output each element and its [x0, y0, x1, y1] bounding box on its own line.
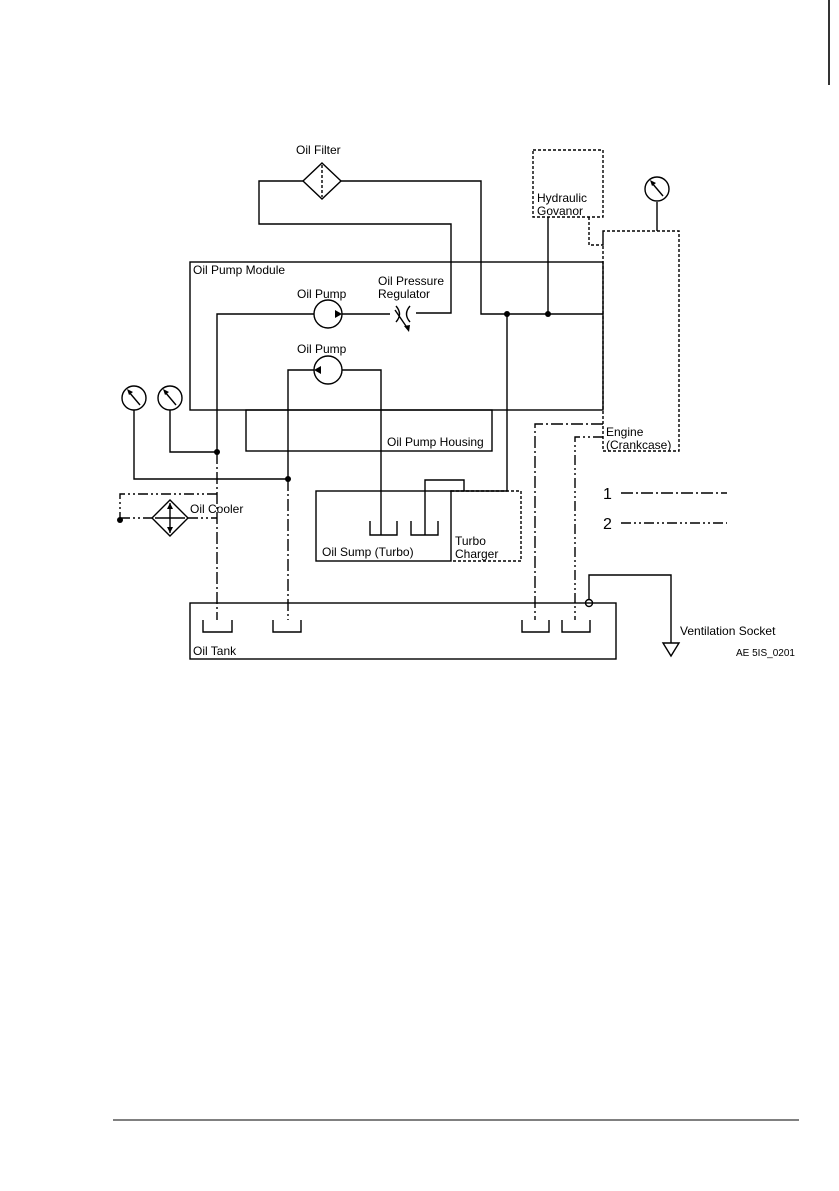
- turbo-label-1: Turbo: [455, 534, 486, 548]
- pressure-gauge-icon: [645, 177, 669, 201]
- pressure-gauge-icon: [122, 386, 146, 410]
- throttle-regulator-icon: [395, 306, 410, 332]
- engine-label-1: Engine: [606, 425, 644, 439]
- gauge2-line: [170, 410, 217, 452]
- oil-pressure-regulator-label-2: Regulator: [378, 287, 430, 301]
- turbo-feed-line: [425, 480, 464, 535]
- ventilation-socket-label: Ventilation Socket: [680, 624, 776, 638]
- engine-label-2: (Crankcase): [606, 438, 671, 452]
- pressure-gauge-icon: [158, 386, 182, 410]
- ventilation-line: [589, 575, 671, 643]
- oil-pump-housing-label: Oil Pump Housing: [387, 435, 484, 449]
- oil-sump-label: Oil Sump (Turbo): [322, 545, 414, 559]
- tank-tray: [273, 620, 301, 632]
- junction-dot: [545, 311, 551, 317]
- oil-pump-module-label: Oil Pump Module: [193, 263, 285, 277]
- gallery-to-turbo-line: [450, 314, 507, 491]
- legend-number-1: 1: [603, 486, 612, 503]
- ground-vent-icon: [663, 643, 679, 656]
- turbo-label-2: Charger: [455, 547, 498, 561]
- cooler-icon: [152, 500, 188, 536]
- oil-pump-upper-label: Oil Pump: [297, 287, 347, 301]
- legend-number-2: 2: [603, 516, 612, 533]
- filter-icon: [303, 163, 341, 199]
- sump-tray-left: [370, 521, 397, 535]
- upper-pump-suction-line: [217, 314, 314, 452]
- hydraulic-label-1: Hydraulic: [537, 191, 587, 205]
- oil-pressure-regulator-label-1: Oil Pressure: [378, 274, 444, 288]
- tank-tray: [562, 620, 590, 632]
- pump-icon: [314, 300, 342, 328]
- oil-cooler-label: Oil Cooler: [190, 502, 243, 516]
- engine-crankcase-box: [589, 217, 679, 451]
- oil-filter-label: Oil Filter: [296, 143, 341, 157]
- pump-icon: [314, 356, 342, 384]
- figure-code: AE 5IS_0201: [736, 648, 795, 659]
- lower-pump-suction-line: [288, 370, 314, 479]
- hydraulic-label-2: Govanor: [537, 204, 583, 218]
- lower-pump-to-sump-line: [342, 370, 381, 535]
- oil-tank-box: [190, 603, 616, 659]
- oil-pump-lower-label: Oil Pump: [297, 342, 347, 356]
- oil-tank-label: Oil Tank: [193, 644, 237, 658]
- engine-return-line-1: [535, 424, 603, 620]
- tank-tray: [203, 620, 232, 632]
- tank-tray: [522, 620, 549, 632]
- gauge1-line: [134, 410, 288, 479]
